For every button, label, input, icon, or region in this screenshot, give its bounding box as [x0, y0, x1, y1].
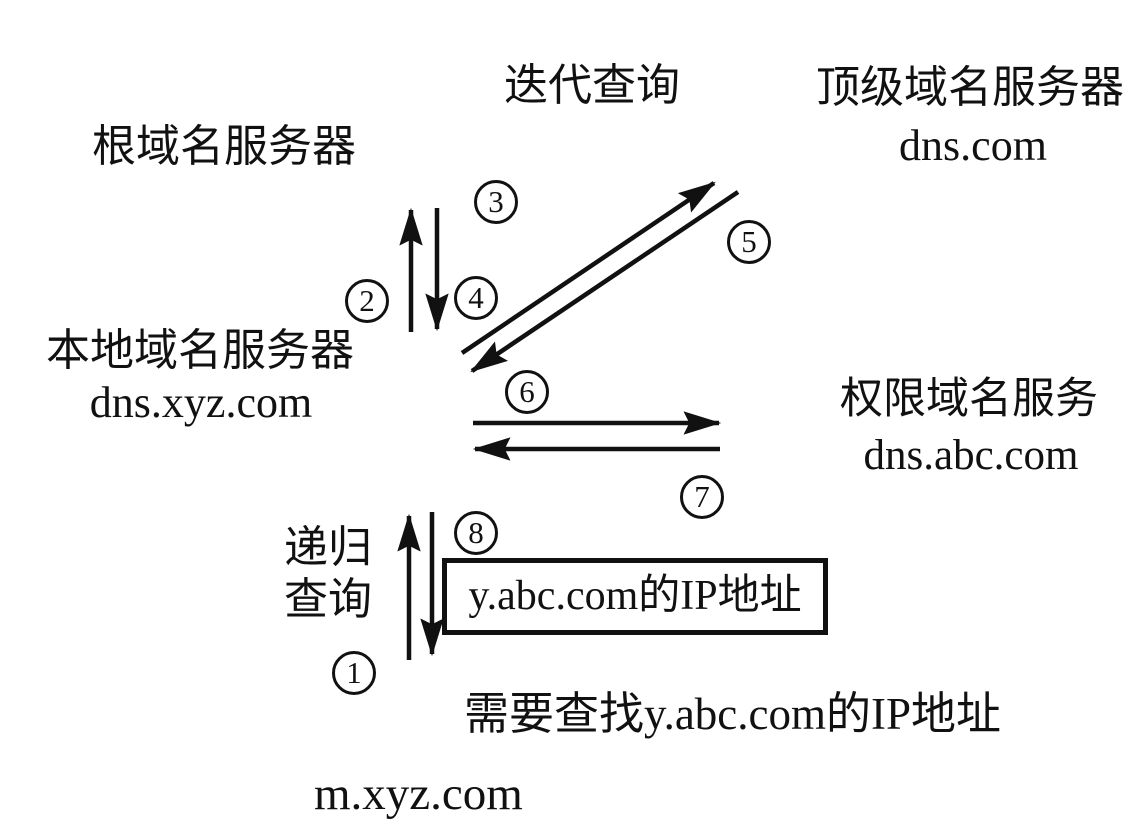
step-badge-6: 6: [505, 370, 549, 414]
tld-server-domain: dns.com: [899, 121, 1047, 170]
step-badge-5: 5: [727, 220, 771, 264]
arrow-reply-from-tld: [470, 190, 740, 373]
client-need-label: 需要查找y.abc.com的IP地址: [464, 689, 1002, 739]
step-badge-4: 4: [454, 276, 498, 320]
local-server-icon: [377, 340, 458, 506]
auth-server-icon: [734, 340, 815, 506]
auth-server-domain: dns.abc.com: [863, 432, 1079, 479]
step-badge-2: 2: [345, 279, 389, 323]
client-domain-label: m.xyz.com: [314, 768, 523, 820]
tld-server-icon: [717, 33, 798, 199]
step-badge-1: 1: [332, 651, 376, 695]
root-server-label: 根域名服务器: [92, 122, 356, 171]
step-badge-7: 7: [680, 475, 724, 519]
local-server-label: 本地域名服务器: [46, 326, 354, 375]
step-badge-3: 3: [474, 180, 518, 224]
ip-result-box: y.abc.com的IP地址: [442, 558, 828, 635]
recursive-query-line2: 查询: [284, 575, 372, 624]
iterative-query-label: 迭代查询: [504, 61, 680, 110]
recursive-query-line1: 递归: [284, 523, 372, 572]
auth-server-label: 权限域名服务: [840, 376, 1098, 423]
recursive-query-label: 递归 查询: [270, 522, 372, 626]
arrow-query-to-tld: [460, 181, 716, 355]
root-server-icon: [377, 33, 458, 199]
client-computer-icon: [384, 676, 450, 755]
tld-server-label: 顶级域名服务器: [816, 63, 1124, 112]
local-server-domain: dns.xyz.com: [89, 378, 313, 427]
step-badge-8: 8: [454, 511, 498, 555]
